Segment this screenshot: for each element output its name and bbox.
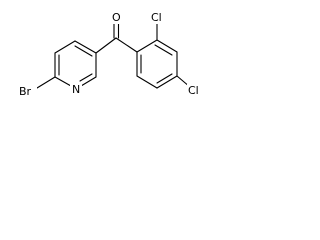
- atom-oxygen: O: [110, 11, 122, 24]
- atom-nitrogen: N: [70, 83, 82, 96]
- phenyl-ring: [136, 39, 178, 89]
- atom-oxygen-label: O: [112, 11, 121, 24]
- atom-chlorine-ortho-label: Cl: [151, 11, 162, 24]
- atom-chlorine-ortho: Cl: [150, 11, 167, 24]
- pyridine-ring: [54, 40, 97, 87]
- atom-chlorine-para: Cl: [187, 84, 204, 97]
- bond-pyridine-to-bromine: [36, 76, 56, 89]
- atom-bromine-label: Br: [19, 85, 32, 98]
- bond-carbonyl-to-phenyl: [115, 37, 138, 53]
- molecule-structure: O N Br Cl Cl: [18, 11, 204, 98]
- carbonyl-bond: [113, 23, 120, 39]
- bond-carbonyl-to-pyridine: [95, 37, 117, 54]
- atom-nitrogen-label: N: [72, 83, 80, 96]
- atom-chlorine-para-label: Cl: [188, 84, 199, 97]
- atom-bromine: Br: [18, 85, 37, 98]
